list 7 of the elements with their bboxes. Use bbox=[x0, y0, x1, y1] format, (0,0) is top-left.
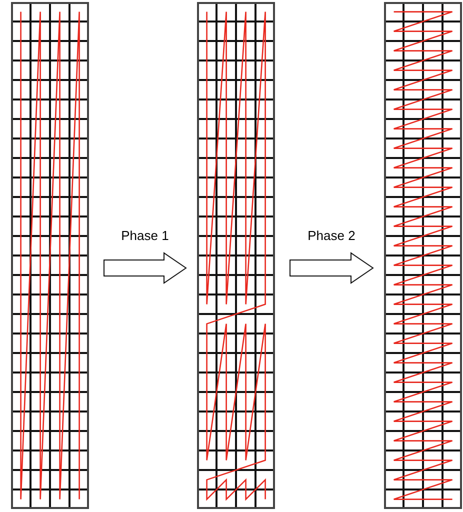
block-arrow bbox=[104, 252, 187, 284]
grid-drawing bbox=[197, 2, 275, 509]
grid-drawing bbox=[11, 2, 89, 509]
block-arrow bbox=[290, 252, 374, 284]
edge-label: Phase 1 bbox=[120, 227, 170, 245]
grid-drawing bbox=[384, 2, 462, 509]
edge-label: Phase 2 bbox=[306, 227, 356, 245]
